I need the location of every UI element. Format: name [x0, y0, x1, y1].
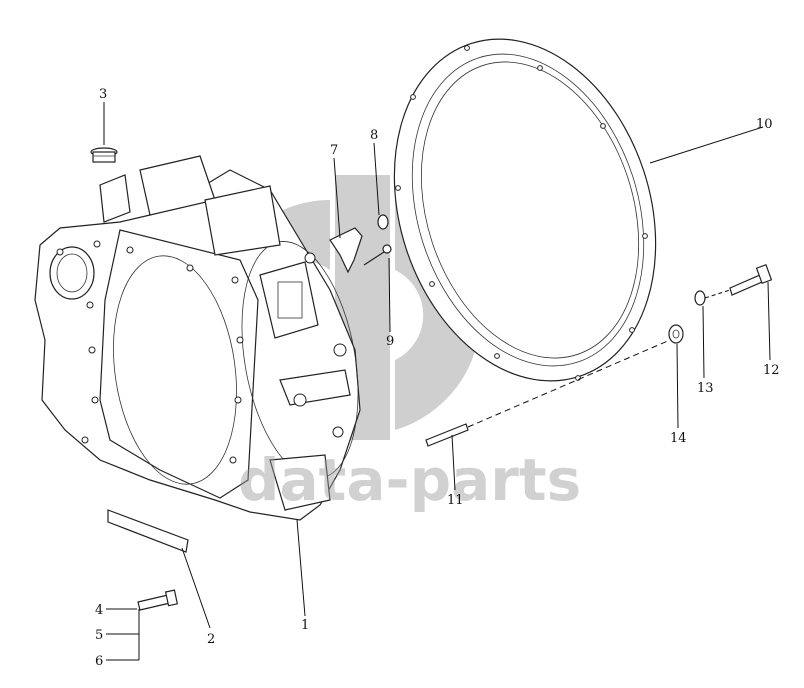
bracket-part-7 [329, 227, 363, 274]
callout-14: 14 [670, 431, 687, 446]
callout-8: 8 [370, 128, 378, 143]
callout-4: 4 [95, 603, 103, 618]
callout-9: 9 [386, 334, 394, 349]
washer-part-13 [694, 290, 706, 306]
callout-7: 7 [330, 143, 338, 158]
callout-5: 5 [95, 628, 103, 643]
callout-3: 3 [99, 87, 107, 102]
callout-12: 12 [763, 363, 780, 378]
plug-part-3 [90, 147, 118, 163]
callout-10: 10 [756, 117, 773, 132]
nut-part-14 [668, 324, 684, 344]
bolt-part-4 [137, 589, 179, 611]
screw-part-9 [363, 244, 392, 266]
ring-gasket-part-10 [393, 38, 657, 382]
gasket-bolt-holes [395, 45, 648, 381]
callout-labels: 1 2 3 4 5 6 7 8 9 10 11 12 13 14 [95, 87, 780, 669]
callout-11: 11 [447, 493, 464, 508]
cover-plate-part-2 [107, 509, 189, 553]
washer-part-8 [377, 214, 389, 230]
callout-2: 2 [207, 632, 215, 647]
bolt-part-12 [704, 264, 773, 299]
housing-bolt-holes [56, 240, 347, 464]
stud-part-11 [425, 339, 671, 447]
leader-lines [103, 102, 771, 661]
callout-13: 13 [697, 381, 714, 396]
flywheel-housing-part-1 [34, 155, 361, 521]
callout-1: 1 [301, 618, 309, 633]
callout-6: 6 [95, 654, 103, 669]
watermark-text: data-parts [238, 446, 581, 514]
